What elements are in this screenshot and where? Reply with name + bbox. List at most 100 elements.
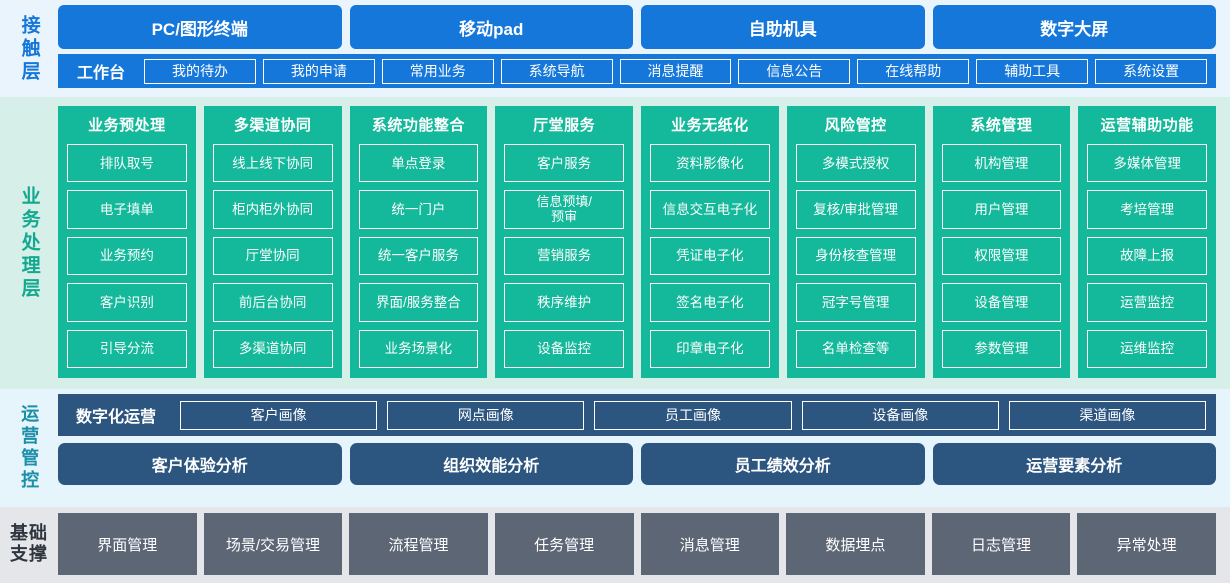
foundation-item-message-management[interactable]: 消息管理 (640, 513, 780, 575)
business-item[interactable]: 机构管理 (941, 144, 1062, 183)
business-item[interactable]: 柜内柜外协同 (212, 190, 333, 229)
business-item[interactable]: 多媒体管理 (1087, 144, 1207, 183)
business-item[interactable]: 统一门户 (358, 190, 479, 229)
analysis-item-customer-experience[interactable]: 客户体验分析 (58, 443, 342, 485)
workbench-row: 工作台 我的待办 我的申请 常用业务 系统导航 消息提醒 信息公告 (58, 54, 1216, 88)
analysis-item-label: 组织效能分析 (443, 458, 540, 475)
business-item[interactable]: 引导分流 (67, 329, 187, 369)
operations-layer-body: 数字化运营 客户画像 网点画像 员工画像 设备画像 渠道画像 (58, 394, 1230, 501)
business-item[interactable]: 线上线下协同 (212, 144, 333, 183)
business-item[interactable]: 客户识别 (67, 283, 187, 322)
foundation-item-log-management[interactable]: 日志管理 (931, 513, 1071, 575)
business-item[interactable]: 运维监控 (1087, 329, 1207, 369)
foundation-layer-body: 界面管理 场景/交易管理 流程管理 任务管理 消息管理 数据埋点 (58, 513, 1230, 575)
business-item[interactable]: 权限管理 (941, 236, 1062, 276)
business-item[interactable]: 签名电子化 (650, 283, 770, 322)
business-item[interactable]: 信息交互电子化 (650, 190, 770, 229)
business-item[interactable]: 设备监控 (504, 329, 624, 369)
business-item[interactable]: 营销服务 (504, 236, 624, 276)
workbench-item-system-settings[interactable]: 系统设置 (1095, 58, 1208, 84)
business-item[interactable]: 凭证电子化 (650, 236, 770, 276)
foundation-item-data-tracking[interactable]: 数据埋点 (786, 513, 925, 575)
business-column-title: 系统功能整合 (371, 117, 465, 134)
operations-layer-label-text: 运营管控 (19, 403, 40, 492)
business-item[interactable]: 多模式授权 (795, 144, 916, 183)
business-item[interactable]: 资料影像化 (650, 144, 770, 183)
business-item[interactable]: 考培管理 (1087, 190, 1207, 229)
business-column-items: 客户服务 信息预填/预审 营销服务 秩序维护 设备监控 (504, 144, 624, 369)
workbench-item-system-navigation[interactable]: 系统导航 (500, 58, 613, 84)
portrait-tag-branch[interactable]: 网点画像 (387, 400, 585, 430)
analysis-item-employee-performance[interactable]: 员工绩效分析 (641, 443, 925, 485)
foundation-item-label: 数据埋点 (825, 536, 886, 554)
portrait-tag-channel[interactable]: 渠道画像 (1008, 400, 1207, 430)
foundation-item-label: 任务管理 (534, 536, 595, 554)
foundation-item-task-management[interactable]: 任务管理 (494, 513, 634, 575)
foundation-item-exception-handling[interactable]: 异常处理 (1077, 513, 1216, 575)
business-column-items: 资料影像化 信息交互电子化 凭证电子化 签名电子化 印章电子化 (650, 144, 770, 369)
workbench-item-message-reminder[interactable]: 消息提醒 (619, 58, 732, 84)
workbench-item-information-bulletin[interactable]: 信息公告 (738, 58, 851, 84)
workbench-item-my-application[interactable]: 我的申请 (262, 58, 375, 84)
business-item[interactable]: 信息预填/预审 (504, 190, 624, 229)
portrait-tag-customer[interactable]: 客户画像 (180, 400, 378, 430)
business-item[interactable]: 前后台协同 (212, 283, 333, 322)
business-item[interactable]: 单点登录 (358, 144, 479, 183)
channel-tab-label: PC/图形终端 (151, 19, 248, 39)
business-column-title: 系统管理 (970, 117, 1033, 134)
foundation-layer: 基础支撑 界面管理 场景/交易管理 流程管理 任务管理 消息管理 (0, 507, 1230, 583)
business-item[interactable]: 用户管理 (941, 190, 1062, 229)
foundation-item-scenario-transaction-management[interactable]: 场景/交易管理 (203, 513, 343, 575)
business-item[interactable]: 电子填单 (67, 190, 187, 229)
operations-layer-label: 运营管控 (0, 394, 58, 501)
business-item[interactable]: 冠字号管理 (795, 283, 916, 322)
business-item[interactable]: 名单检查等 (795, 329, 916, 369)
business-item[interactable]: 运营监控 (1087, 283, 1207, 322)
workbench-item-my-todo[interactable]: 我的待办 (144, 58, 256, 84)
workbench-item-online-help[interactable]: 在线帮助 (857, 58, 970, 84)
workbench-item-label: 我的待办 (171, 63, 228, 79)
business-item[interactable]: 厅堂协同 (212, 236, 333, 276)
foundation-item-process-management[interactable]: 流程管理 (349, 513, 488, 575)
portrait-tag-label: 设备画像 (872, 407, 929, 423)
channel-tab-digital-screen[interactable]: 数字大屏 (932, 5, 1216, 49)
channel-tab-self-service[interactable]: 自助机具 (641, 5, 925, 49)
foundation-layer-label: 基础支撑 (0, 513, 58, 575)
portrait-tag-employee[interactable]: 员工画像 (594, 400, 792, 430)
business-layer-label-text: 业务处理层 (18, 185, 40, 301)
business-item[interactable]: 多渠道协同 (212, 329, 333, 369)
workbench-item-label: 我的申请 (290, 63, 347, 79)
workbench-item-common-business[interactable]: 常用业务 (381, 58, 494, 84)
workbench-item-label: 辅助工具 (1004, 63, 1061, 79)
business-item[interactable]: 客户服务 (504, 144, 624, 183)
channel-tab-mobile-pad[interactable]: 移动pad (349, 5, 633, 49)
foundation-item-ui-management[interactable]: 界面管理 (58, 513, 197, 575)
foundation-layer-label-text: 基础支撑 (10, 522, 48, 564)
business-item[interactable]: 统一客户服务 (358, 236, 479, 276)
business-column-system-management: 系统管理 机构管理 用户管理 权限管理 设备管理 参数管理 (932, 106, 1071, 378)
business-item[interactable]: 复核/审批管理 (795, 190, 916, 229)
channel-tab-pc[interactable]: PC/图形终端 (58, 5, 342, 49)
portrait-tag-label: 客户画像 (250, 407, 307, 423)
business-item[interactable]: 业务预约 (67, 236, 187, 276)
analysis-item-organizational-efficiency[interactable]: 组织效能分析 (349, 443, 633, 485)
business-item[interactable]: 秩序维护 (504, 283, 624, 322)
workbench-item-label: 在线帮助 (885, 63, 942, 79)
business-item[interactable]: 印章电子化 (650, 329, 770, 369)
portrait-tag-device[interactable]: 设备画像 (801, 400, 999, 430)
analysis-item-operation-elements[interactable]: 运营要素分析 (932, 443, 1216, 485)
digital-operations-title: 数字化运营 (76, 409, 157, 426)
business-item[interactable]: 设备管理 (941, 283, 1062, 322)
business-item[interactable]: 故障上报 (1087, 236, 1207, 276)
workbench-item-auxiliary-tools[interactable]: 辅助工具 (976, 58, 1089, 84)
business-layer-label: 业务处理层 (0, 97, 58, 389)
business-item[interactable]: 界面/服务整合 (358, 283, 479, 322)
business-item[interactable]: 业务场景化 (358, 329, 479, 369)
contact-layer-label-text: 接触层 (18, 14, 40, 84)
digital-operations-row: 数字化运营 客户画像 网点画像 员工画像 设备画像 渠道画像 (58, 394, 1216, 436)
business-item[interactable]: 排队取号 (67, 144, 187, 183)
business-item[interactable]: 参数管理 (941, 329, 1062, 369)
business-item[interactable]: 身份核查管理 (795, 236, 916, 276)
analysis-item-label: 员工绩效分析 (734, 458, 831, 475)
